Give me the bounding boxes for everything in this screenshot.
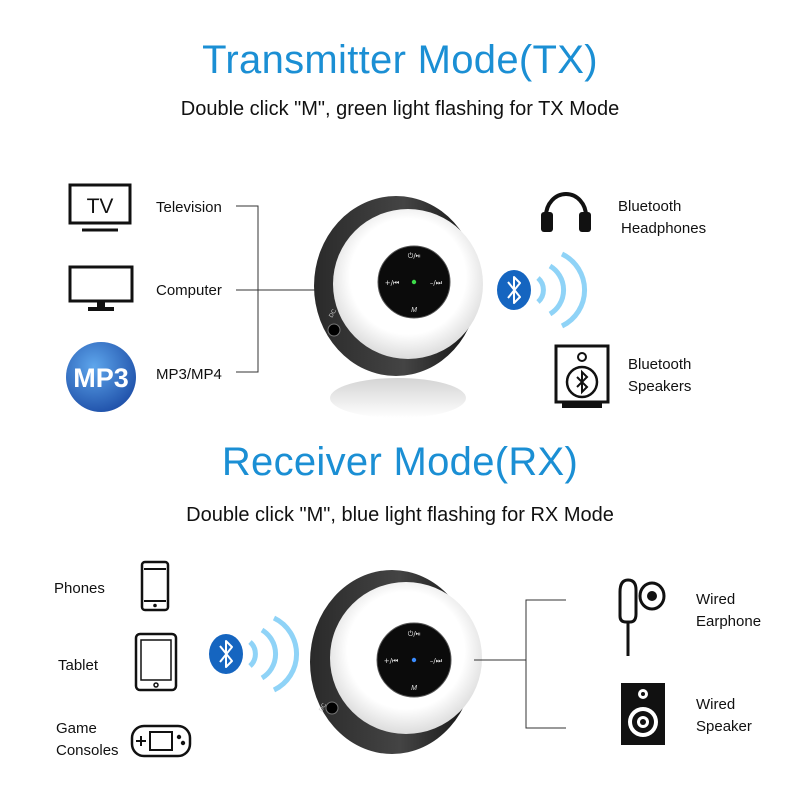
tx-next-label: –/⏭ (430, 279, 443, 287)
source-label-computer: Computer (156, 282, 222, 299)
tx-device: DC ⏻/⏯ +/⏮ –/⏭ M (314, 196, 483, 418)
rx-prev-label: +/⏮ (384, 657, 399, 665)
tx-input-connector (236, 205, 320, 373)
tx-subtitle: Double click "M", green light flashing f… (180, 98, 620, 120)
source-label-phones: Phones (54, 580, 105, 597)
rx-mode-label: M (411, 685, 417, 692)
signal-wave-3 (272, 615, 299, 693)
source-label-television: Television (156, 199, 222, 216)
tx-led-indicator (411, 279, 417, 285)
signal-wave-1 (536, 276, 546, 304)
rx-next-label: –/⏭ (430, 657, 443, 665)
output-label-bt-headphones: Bluetooth Headphones (618, 198, 707, 237)
bluetooth-speaker-icon (554, 344, 610, 408)
tx-bluetooth-signal (497, 251, 587, 329)
source-label-mp3: MP3/MP4 (156, 366, 222, 383)
tv-icon: TV (68, 183, 132, 232)
signal-wave-2 (548, 263, 567, 317)
tv-icon-text: TV (87, 195, 114, 218)
rx-device: DC ⏻/⏯ +/⏮ –/⏭ M (310, 570, 482, 754)
tx-port-label: DC (329, 308, 339, 319)
tablet-icon (134, 632, 178, 692)
monitor-icon (68, 265, 134, 311)
tx-prev-label: +/⏮ (385, 279, 400, 287)
rx-bluetooth-signal (209, 615, 299, 693)
rx-port-label: DC (319, 702, 329, 713)
tx-title: Transmitter Mode(TX) (202, 38, 598, 82)
game-console-icon (130, 724, 192, 758)
rx-led-indicator (411, 657, 417, 663)
output-label-wired-earphone: Wired Earphone (696, 591, 762, 630)
headphones-icon (541, 192, 591, 232)
signal-wave-3 (560, 251, 587, 329)
signal-wave-1 (248, 640, 258, 668)
tx-mode-label: M (411, 307, 417, 314)
earphone-icon (618, 578, 666, 656)
source-label-tablet: Tablet (58, 657, 99, 674)
signal-wave-2 (260, 627, 279, 681)
phone-icon (140, 560, 170, 612)
rx-output-connector (474, 599, 566, 729)
speaker-icon (621, 683, 665, 745)
output-label-wired-speaker: Wired Speaker (696, 696, 752, 735)
mp3-icon-text: MP3 (73, 363, 129, 393)
source-label-game-consoles: Game Consoles (56, 720, 119, 759)
mp3-icon: MP3 (66, 342, 136, 412)
rx-title: Receiver Mode(RX) (221, 440, 579, 484)
tx-play-pause-label: ⏻/⏯ (408, 252, 421, 260)
rx-play-pause-label: ⏻/⏯ (408, 630, 421, 638)
output-label-bt-speakers: Bluetooth Speakers (628, 356, 692, 395)
rx-subtitle: Double click "M", blue light flashing fo… (186, 504, 614, 526)
